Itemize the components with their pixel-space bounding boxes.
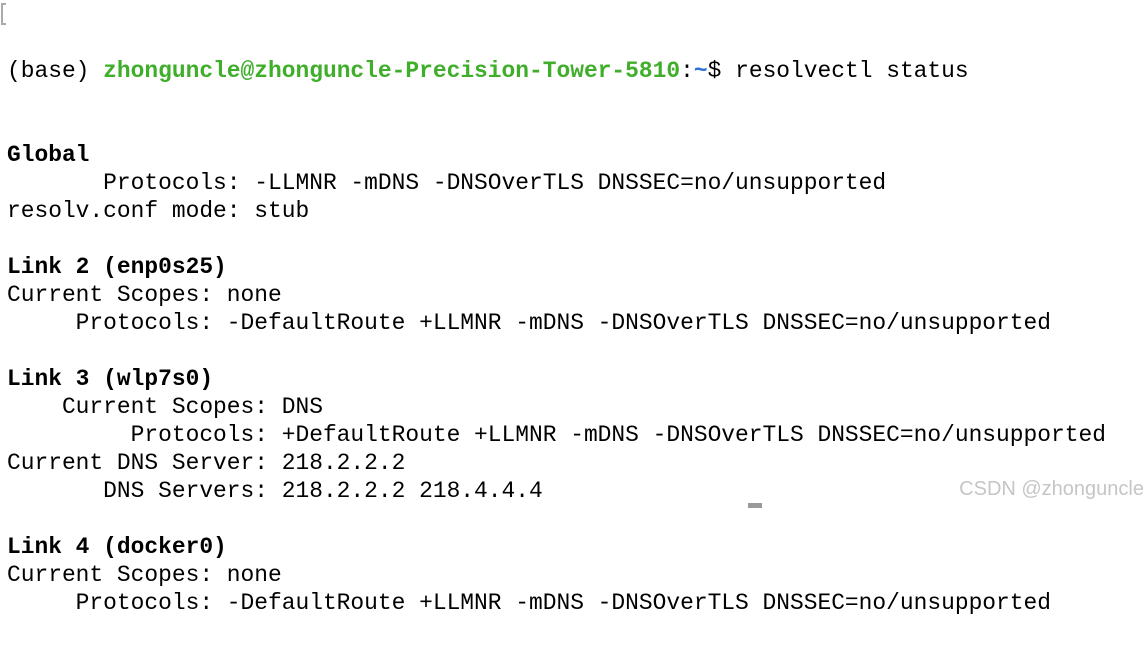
command-output: Global Protocols: -LLMNR -mDNS -DNSOverT… <box>7 141 1106 617</box>
output-line: Protocols: -DefaultRoute +LLMNR -mDNS -D… <box>7 590 1051 616</box>
output-line: Current DNS Server: 218.2.2.2 <box>7 450 406 476</box>
output-line: Current Scopes: DNS <box>7 394 323 420</box>
user-host: zhonguncle@zhonguncle-Precision-Tower-58… <box>103 58 681 84</box>
output-line: Link 3 (wlp7s0) <box>7 366 214 392</box>
prompt-line: (base) zhonguncle@zhonguncle-Precision-T… <box>7 57 1106 85</box>
prompt-colon: : <box>680 58 694 84</box>
output-line <box>7 225 1106 253</box>
terminal-cursor <box>748 503 762 508</box>
output-line: Current Scopes: none <box>7 562 282 588</box>
current-directory: ~ <box>693 58 708 84</box>
output-line <box>7 337 1106 365</box>
watermark: CSDN @zhonguncle <box>959 478 1144 500</box>
output-line: Global <box>7 142 90 168</box>
terminal-output[interactable]: (base) zhonguncle@zhonguncle-Precision-T… <box>7 1 1106 645</box>
output-line: DNS Servers: 218.2.2.2 218.4.4.4 <box>7 478 543 504</box>
command: $ resolvectl status <box>707 58 969 84</box>
selection-marker <box>1 3 6 25</box>
output-line: Link 2 (enp0s25) <box>7 254 227 280</box>
output-line: Current Scopes: none <box>7 282 282 308</box>
conda-env: (base) <box>7 58 104 84</box>
output-line: Protocols: -DefaultRoute +LLMNR -mDNS -D… <box>7 310 1051 336</box>
output-line: Protocols: -LLMNR -mDNS -DNSOverTLS DNSS… <box>7 170 887 196</box>
output-line: Protocols: +DefaultRoute +LLMNR -mDNS -D… <box>7 422 1106 448</box>
output-line: Link 4 (docker0) <box>7 534 227 560</box>
output-line <box>7 505 1106 533</box>
output-line: resolv.conf mode: stub <box>7 198 310 224</box>
